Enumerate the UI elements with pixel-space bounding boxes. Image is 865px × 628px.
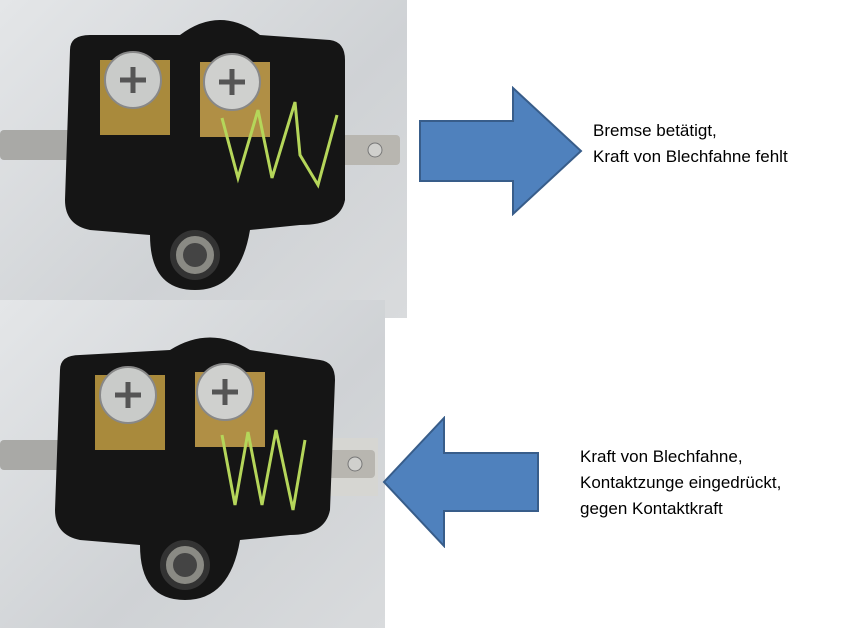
switch-photo-top [0, 0, 407, 318]
arrow-right-icon [419, 86, 583, 216]
switch-illustration [0, 20, 400, 290]
caption-line: Kraft von Blechfahne fehlt [593, 147, 788, 166]
caption-line: gegen Kontaktkraft [580, 499, 723, 518]
caption-line: Kontaktzunge eingedrückt, [580, 473, 782, 492]
caption-line: Bremse betätigt, [593, 121, 717, 140]
top-caption: Bremse betätigt, Kraft von Blechfahne fe… [593, 118, 788, 170]
switch-illustration [0, 337, 378, 600]
switch-photo-bottom [0, 300, 385, 628]
bottom-caption: Kraft von Blechfahne, Kontaktzunge einge… [580, 444, 781, 522]
arrow-left-icon [382, 416, 539, 548]
caption-line: Kraft von Blechfahne, [580, 447, 743, 466]
